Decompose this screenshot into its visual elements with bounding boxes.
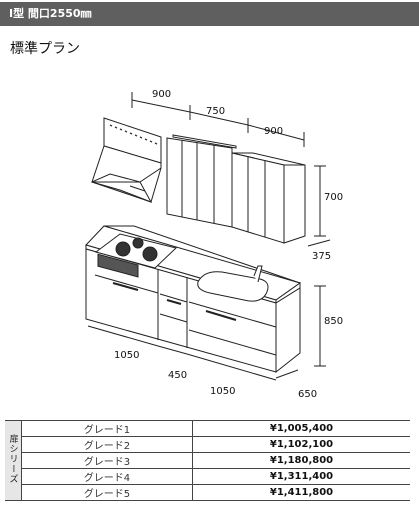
dim-base-middle: 450 bbox=[168, 370, 187, 381]
grade-price: ¥1,180,800 bbox=[192, 452, 410, 469]
grade-label: グレード1 bbox=[21, 420, 193, 437]
dim-wall-cabinet-depth: 375 bbox=[312, 251, 331, 262]
dim-counter-depth: 650 bbox=[298, 389, 317, 400]
grade-label: グレード3 bbox=[21, 452, 193, 469]
dim-upper-middle: 750 bbox=[206, 106, 225, 117]
header-label: I型 間口2550㎜ bbox=[9, 7, 92, 20]
grade-label: グレード4 bbox=[21, 468, 193, 485]
kitchen-drawing: 900 750 900 700 375 850 1050 450 1050 65… bbox=[85, 89, 343, 400]
sink bbox=[197, 265, 269, 302]
table-row: グレード2 ¥1,102,100 bbox=[5, 436, 410, 453]
dim-upper-left: 900 bbox=[152, 89, 171, 100]
dim-base-right: 1050 bbox=[210, 386, 235, 397]
page-header: I型 間口2550㎜ bbox=[0, 2, 419, 26]
dim-counter-height: 850 bbox=[324, 316, 343, 327]
table-row: 扉シリーズ グレード1 ¥1,005,400 bbox=[5, 420, 410, 501]
table-row: グレード4 ¥1,311,400 bbox=[5, 468, 410, 485]
grade-price: ¥1,311,400 bbox=[192, 468, 410, 485]
price-table: 扉シリーズ グレード1 ¥1,005,400 グレード2 ¥1,102,100 … bbox=[5, 420, 410, 501]
door-series-label: 扉シリーズ bbox=[5, 420, 22, 501]
grade-price: ¥1,005,400 bbox=[192, 420, 410, 437]
dim-wall-cabinet-height: 700 bbox=[324, 192, 343, 203]
dim-upper-right: 900 bbox=[264, 126, 283, 137]
dim-base-left: 1050 bbox=[114, 350, 139, 361]
range-hood bbox=[91, 117, 162, 203]
table-row: グレード3 ¥1,180,800 bbox=[5, 452, 410, 469]
grade-price: ¥1,102,100 bbox=[192, 436, 410, 453]
table-row: グレード5 ¥1,411,800 bbox=[5, 484, 410, 501]
wall-cabinets bbox=[166, 134, 306, 244]
grade-label: グレード5 bbox=[21, 484, 193, 501]
grade-label: グレード2 bbox=[21, 436, 193, 453]
dimension-lines bbox=[87, 92, 331, 381]
plan-title: 標準プラン bbox=[10, 41, 80, 57]
grade-price: ¥1,411,800 bbox=[192, 484, 410, 501]
gas-cooktop bbox=[94, 233, 178, 278]
